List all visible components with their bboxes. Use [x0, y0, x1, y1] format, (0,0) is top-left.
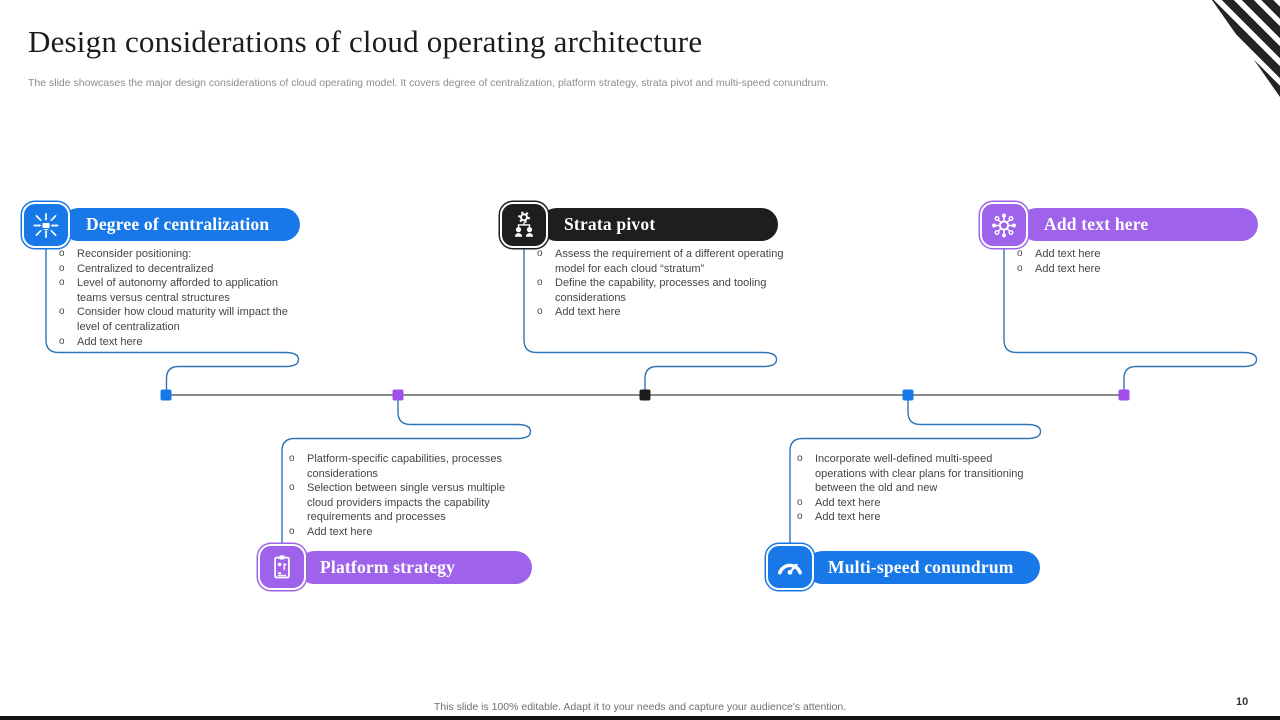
bullet-item: Add text here: [532, 305, 784, 320]
bullet-item: Add text here: [284, 525, 532, 540]
bullet-item: Add text here: [54, 335, 302, 350]
bullet-item: Add text here: [1012, 247, 1252, 262]
callout-outline-multispeed: [789, 400, 1042, 544]
node-label: Add text here: [1044, 214, 1149, 234]
bullet-item: Add text here: [792, 496, 1042, 511]
timeline-marker-black: [639, 389, 651, 401]
node-header-platform-strategy: Platform strategy: [298, 551, 532, 584]
bullet-item: Define the capability, processes and too…: [532, 276, 784, 305]
node-label: Platform strategy: [320, 557, 456, 577]
bullet-item: Level of autonomy afforded to applicatio…: [54, 276, 302, 305]
timeline-marker-blue-1: [160, 389, 172, 401]
callout-outline-platform: [281, 400, 532, 544]
node-bullets-multi-speed-conundrum: Incorporate well-defined multi-speed ope…: [792, 452, 1042, 525]
timeline-marker-purple-2: [1118, 389, 1130, 401]
page-title: Design considerations of cloud operating…: [28, 24, 703, 59]
bullet-item: Incorporate well-defined multi-speed ope…: [792, 452, 1042, 496]
callout-outline-degree: [45, 248, 300, 390]
network-hub-icon: [980, 202, 1028, 248]
node-bullets-degree-of-centralization: Reconsider positioning:Centralized to de…: [54, 247, 302, 349]
bullet-item: Centralized to decentralized: [54, 262, 302, 277]
node-label: Strata pivot: [564, 214, 656, 234]
timeline-marker-purple-1: [392, 389, 404, 401]
clipboard-icon: [258, 544, 306, 590]
footer-note: This slide is 100% editable. Adapt it to…: [433, 701, 847, 713]
node-label: Multi-speed conundrum: [828, 557, 1014, 577]
bullet-item: Add text here: [792, 510, 1042, 525]
bottom-bar-decoration: [0, 716, 1280, 720]
bullet-item: Add text here: [1012, 262, 1252, 277]
bullet-item: Consider how cloud maturity will impact …: [54, 305, 302, 334]
page-number: 10: [1236, 696, 1249, 708]
node-header-add-text-here: Add text here: [1020, 208, 1258, 241]
hierarchy-gear-icon: [500, 202, 548, 248]
node-header-multi-speed-conundrum: Multi-speed conundrum: [806, 551, 1040, 584]
timeline-markers: [160, 389, 1130, 401]
node-header-degree-of-centralization: Degree of centralization: [62, 208, 300, 241]
bullet-item: Platform-specific capabilities, processe…: [284, 452, 532, 481]
bullet-item: Selection between single versus multiple…: [284, 481, 532, 525]
bullet-item: Reconsider positioning:: [54, 247, 302, 262]
callout-outline-strata: [523, 248, 778, 390]
centralization-icon: [22, 202, 70, 248]
node-header-strata-pivot: Strata pivot: [540, 208, 778, 241]
callout-outline-addtext: [1003, 248, 1258, 390]
timeline-marker-blue-2: [902, 389, 914, 401]
page-subtitle: The slide showcases the major design con…: [28, 77, 829, 89]
bullet-item: Assess the requirement of a different op…: [532, 247, 784, 276]
node-bullets-strata-pivot: Assess the requirement of a different op…: [532, 247, 784, 320]
node-label: Degree of centralization: [86, 214, 270, 234]
speedometer-icon: [766, 544, 814, 590]
node-bullets-platform-strategy: Platform-specific capabilities, processe…: [284, 452, 532, 540]
